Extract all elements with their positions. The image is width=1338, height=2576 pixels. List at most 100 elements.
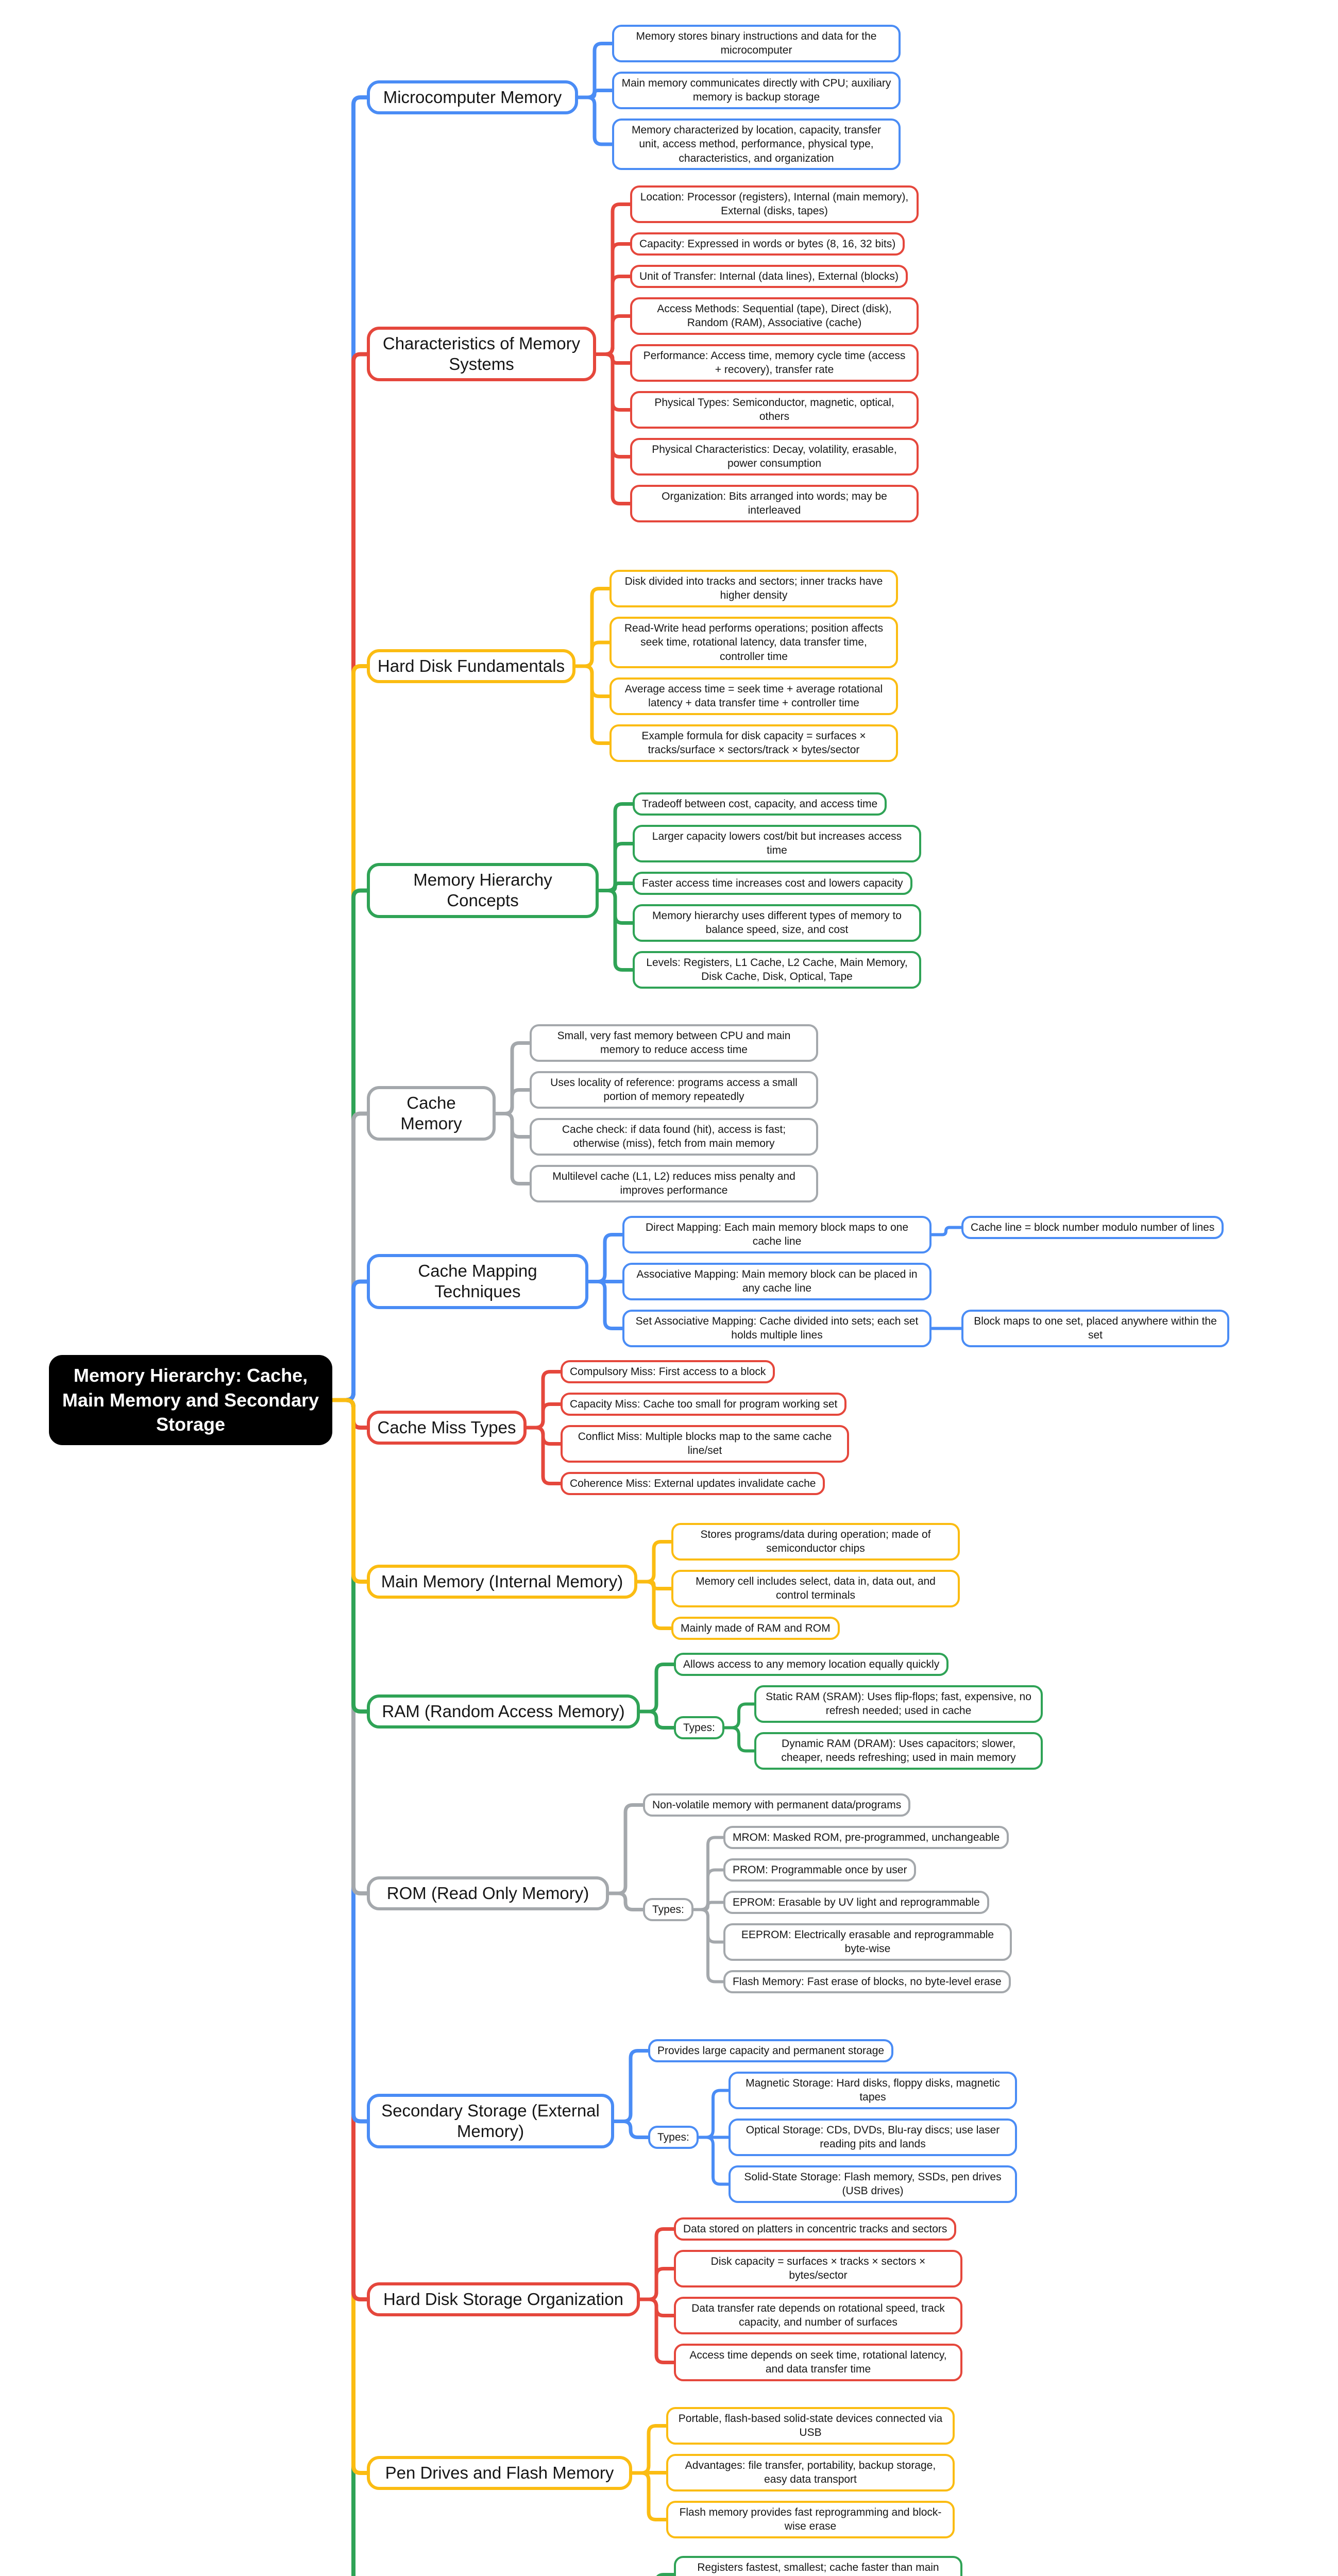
- connector: [636, 2267, 678, 2301]
- detail-node: Access Methods: Sequential (tape), Direc…: [630, 297, 919, 335]
- detail-node: Location: Processor (registers), Interna…: [630, 185, 919, 223]
- detail-node: Types:: [674, 1716, 724, 1739]
- branch-title: Hard Disk Storage Organization: [367, 2282, 640, 2317]
- connector: [325, 1398, 370, 1895]
- detail-node: Mainly made of RAM and ROM: [671, 1617, 840, 1640]
- connector: [722, 1726, 757, 1753]
- detail-node: Capacity: Expressed in words or bytes (8…: [630, 232, 905, 256]
- connector: [325, 1398, 370, 2124]
- sub-detail-node: Block maps to one set, placed anywhere w…: [961, 1310, 1229, 1347]
- connector: [325, 888, 370, 1402]
- detail-node: Small, very fast memory between CPU and …: [530, 1024, 818, 1062]
- connector: [325, 1398, 370, 1584]
- branch-title: Cache Mapping Techniques: [367, 1254, 588, 1309]
- detail-node: Compulsory Miss: First access to a block: [561, 1360, 775, 1384]
- detail-node: Flash memory provides fast reprogramming…: [666, 2501, 955, 2538]
- branch-title: ROM (Read Only Memory): [367, 1876, 609, 1911]
- connector: [605, 1891, 647, 1911]
- connector: [656, 2573, 678, 2576]
- connector: [592, 314, 634, 356]
- sub-detail-node: Dynamic RAM (DRAM): Uses capacitors; slo…: [754, 1732, 1043, 1770]
- detail-node: Data transfer rate depends on rotational…: [674, 2297, 962, 2334]
- branch-title: Pen Drives and Flash Memory: [367, 2455, 632, 2490]
- detail-node: Direct Mapping: Each main memory block m…: [622, 1216, 931, 1253]
- detail-node: Capacity Miss: Cache too small for progr…: [561, 1393, 847, 1416]
- detail-node: Larger capacity lowers cost/bit but incr…: [633, 825, 921, 862]
- connector: [325, 1398, 370, 2301]
- branch-title: Secondary Storage (External Memory): [367, 2093, 614, 2148]
- connector: [492, 1088, 533, 1115]
- detail-node: Faster access time increases cost and lo…: [633, 872, 912, 895]
- sub-detail-node: Cache line = block number modulo number …: [961, 1216, 1224, 1240]
- detail-node: Associative Mapping: Main memory block c…: [622, 1263, 931, 1300]
- connector: [629, 2471, 670, 2521]
- detail-node: Provides large capacity and permanent st…: [648, 2039, 894, 2063]
- connector: [325, 1398, 370, 1430]
- connector: [636, 1663, 678, 1714]
- branch-title: RAM (Random Access Memory): [367, 1694, 640, 1728]
- connector: [572, 640, 613, 668]
- detail-node: Data stored on platters in concentric tr…: [674, 2217, 957, 2241]
- connector: [325, 352, 370, 1402]
- sub-detail-node: Solid-State Storage: Flash memory, SSDs,…: [729, 2165, 1017, 2203]
- detail-node: Advantages: file transfer, portability, …: [666, 2454, 955, 2492]
- connector: [325, 1279, 370, 1402]
- connector: [585, 1233, 626, 1283]
- detail-node: Allows access to any memory location equ…: [674, 1653, 949, 1676]
- detail-node: Multilevel cache (L1, L2) reduces miss p…: [530, 1165, 818, 1202]
- connector: [634, 1540, 675, 1584]
- connector: [605, 1803, 647, 1895]
- sub-detail-node: Static RAM (SRAM): Uses flip-flops; fast…: [754, 1685, 1043, 1723]
- detail-node: Average access time = seek time + averag…: [609, 677, 898, 715]
- connector: [636, 2297, 678, 2364]
- detail-node: Registers fastest, smallest; cache faste…: [674, 2556, 962, 2576]
- sub-detail-node: EPROM: Erasable by UV light and reprogra…: [723, 1891, 989, 1914]
- sub-detail-node: Flash Memory: Fast erase of blocks, no b…: [723, 1970, 1011, 1994]
- connector: [611, 2049, 652, 2123]
- detail-node: Main memory communicates directly with C…: [612, 72, 901, 109]
- connector: [636, 1709, 678, 1730]
- detail-node: Example formula for disk capacity = surf…: [609, 724, 898, 762]
- connector: [691, 1908, 726, 1984]
- connector: [722, 1702, 757, 1730]
- connector: [325, 664, 370, 1402]
- sub-detail-node: EEPROM: Electrically erasable and reprog…: [723, 1923, 1012, 1961]
- connector: [325, 1398, 370, 2475]
- detail-node: Disk capacity = surfaces × tracks × sect…: [674, 2250, 962, 2287]
- detail-node: Portable, flash-based solid-state device…: [666, 2407, 955, 2445]
- detail-node: Performance: Access time, memory cycle t…: [630, 344, 919, 382]
- detail-node: Types:: [643, 1898, 693, 1922]
- connector: [574, 95, 616, 146]
- detail-node: Set Associative Mapping: Cache divided i…: [622, 1310, 931, 1347]
- connector: [523, 1426, 564, 1485]
- connector: [572, 664, 613, 745]
- sub-detail-node: Magnetic Storage: Hard disks, floppy dis…: [729, 2072, 1017, 2109]
- central-topic: Memory Hierarchy: Cache, Main Memory and…: [49, 1355, 332, 1445]
- detail-node: Cache check: if data found (hit), access…: [530, 1118, 818, 1156]
- connector: [929, 1226, 964, 1236]
- detail-node: Tradeoff between cost, capacity, and acc…: [633, 792, 887, 816]
- detail-node: Read-Write head performs operations; pos…: [609, 617, 898, 668]
- connector: [325, 1398, 355, 2576]
- detail-node: Levels: Registers, L1 Cache, L2 Cache, M…: [633, 951, 921, 989]
- detail-node: Memory hierarchy uses different types of…: [633, 904, 921, 942]
- connector: [629, 2424, 670, 2475]
- connector: [595, 889, 636, 972]
- detail-node: Memory cell includes select, data in, da…: [671, 1570, 960, 1607]
- detail-node: Stores programs/data during operation; m…: [671, 1523, 960, 1561]
- detail-node: Physical Types: Semiconductor, magnetic,…: [630, 391, 919, 429]
- connector: [611, 2120, 652, 2139]
- connector: [325, 95, 370, 1402]
- sub-detail-node: PROM: Programmable once by user: [723, 1858, 917, 1882]
- connector: [696, 2089, 731, 2139]
- detail-node: Physical Characteristics: Decay, volatil…: [630, 438, 919, 476]
- detail-node: Access time depends on seek time, rotati…: [674, 2344, 962, 2381]
- detail-node: Disk divided into tracks and sectors; in…: [609, 570, 898, 607]
- branch-title: Main Memory (Internal Memory): [367, 1564, 637, 1599]
- detail-node: Memory stores binary instructions and da…: [612, 25, 901, 62]
- branch-title: Cache Miss Types: [367, 1411, 527, 1445]
- connector: [585, 1280, 626, 1330]
- connector: [592, 352, 634, 505]
- detail-node: Coherence Miss: External updates invalid…: [561, 1472, 825, 1496]
